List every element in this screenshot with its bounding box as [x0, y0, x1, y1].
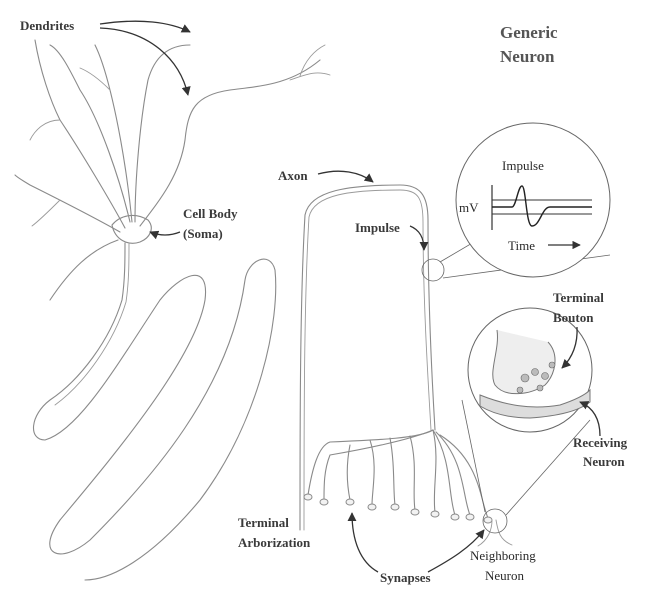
inset-time-label: Time — [508, 238, 535, 253]
neighboring-neuron-shape — [477, 519, 513, 547]
dendrites-arrow-1 — [99, 20, 191, 33]
terminal-bouton-arrow — [561, 326, 578, 369]
impulse-inset: Impulse mV Time — [455, 122, 611, 278]
receiving-neuron-label-1: Receiving — [573, 435, 628, 450]
diagram-title: Generic Neuron — [500, 23, 558, 66]
terminal-bouton-label-2: Bouton — [553, 310, 594, 325]
synapses-label: Synapses — [380, 570, 431, 585]
synapse-magnifier — [461, 399, 591, 534]
title-line-2: Neuron — [500, 47, 555, 66]
inset-mv-label: mV — [459, 200, 479, 215]
synapse-inset — [467, 307, 593, 433]
terminal-arborization-label-1: Terminal — [238, 515, 289, 530]
terminal-arborization — [303, 429, 493, 524]
terminal-arborization-label-2: Arborization — [238, 535, 311, 550]
terminal-boutons — [303, 493, 493, 524]
terminal-bouton-label-1: Terminal — [553, 290, 604, 305]
title-line-1: Generic — [500, 23, 558, 42]
receiving-neuron-arrow — [579, 401, 601, 437]
dendrites-arrow-2 — [99, 27, 191, 96]
axon — [299, 184, 436, 531]
synapses-arrow-2 — [427, 529, 485, 573]
synapses-arrow-1 — [347, 512, 379, 573]
receiving-neuron-shape — [479, 388, 591, 419]
dendrites-label: Dendrites — [20, 18, 74, 33]
cell-body-label-2: (Soma) — [183, 226, 223, 241]
inset-impulse-title: Impulse — [502, 158, 544, 173]
dendrites — [14, 39, 331, 301]
axon-label: Axon — [278, 168, 308, 183]
axon-arrow — [317, 170, 374, 183]
receiving-neuron-label-2: Neuron — [583, 454, 625, 469]
cell-body-label-1: Cell Body — [183, 206, 238, 221]
neighboring-neuron-label-1: Neighboring — [470, 548, 536, 563]
neighboring-neuron-label-2: Neuron — [485, 568, 524, 583]
impulse-waveform — [492, 185, 592, 227]
axon-coils — [32, 242, 277, 581]
cell-body-arrow — [149, 230, 181, 240]
impulse-arrow — [409, 225, 429, 251]
impulse-label: Impulse — [355, 220, 400, 235]
